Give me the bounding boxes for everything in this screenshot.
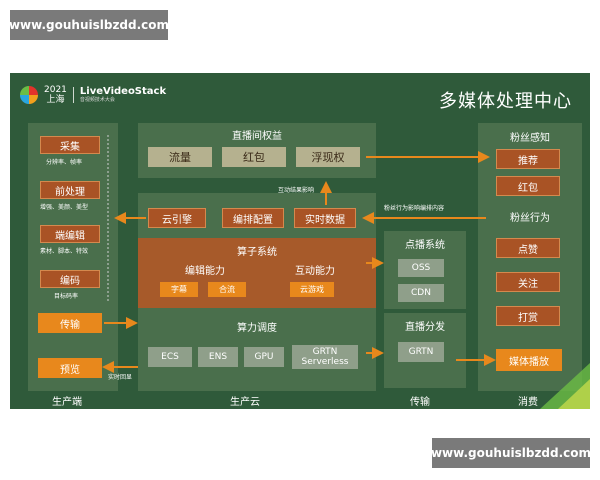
compute-item-grtn-serverless[interactable]: GRTN Serverless xyxy=(292,345,358,369)
engine-realtime-data[interactable]: 实时数据 xyxy=(294,208,356,228)
logo-tagline: 音视频技术大会 xyxy=(79,97,115,103)
producer-item-preprocess-sub: 增强、美颜、美型 xyxy=(40,204,89,211)
compute-item-ens[interactable]: ENS xyxy=(198,347,238,367)
producer-footer: 生产端 xyxy=(52,397,82,408)
behavior-item-like[interactable]: 点赞 xyxy=(496,238,560,258)
vod-title: 点播系统 xyxy=(405,240,445,251)
logo-brand: LiveVideoStack xyxy=(79,86,167,97)
engine-orchestration-config[interactable]: 编排配置 xyxy=(222,208,284,228)
conference-logo: 2021 上海 LiveVideoStack 音视频技术大会 xyxy=(20,85,166,105)
operator-item-subtitle[interactable]: 字幕 xyxy=(160,282,198,297)
compute-item-ecs[interactable]: ECS xyxy=(148,347,192,367)
producer-preview-button[interactable]: 预览 xyxy=(38,358,102,378)
compute-title: 算力调度 xyxy=(237,323,277,334)
producer-transmit-button[interactable]: 传输 xyxy=(38,313,102,333)
fan-behavior-title: 粉丝行为 xyxy=(510,213,550,224)
annotation-realtime-return: 实时回显 xyxy=(108,374,133,381)
logo-divider xyxy=(72,87,74,103)
operator-edit-title: 编辑能力 xyxy=(185,266,225,277)
producer-item-encode-sub: 目标码率 xyxy=(54,293,79,300)
flow-arrows xyxy=(102,135,590,409)
producer-item-capture-sub: 分辨率、帧率 xyxy=(46,159,83,166)
operator-item-cloud-game[interactable]: 云游戏 xyxy=(290,282,334,297)
perception-item-recommend[interactable]: 推荐 xyxy=(496,149,560,169)
operator-system-title: 算子系统 xyxy=(237,247,277,258)
producer-item-preprocess[interactable]: 前处理 xyxy=(40,181,100,199)
page-title: 多媒体处理中心 xyxy=(439,91,572,112)
cloud-footer: 生产云 xyxy=(230,397,260,408)
operator-interact-title: 互动能力 xyxy=(295,266,335,277)
transport-footer: 传输 xyxy=(410,397,430,408)
producer-item-encode[interactable]: 编码 xyxy=(40,270,100,288)
rights-item-float[interactable]: 浮现权 xyxy=(296,147,360,167)
producer-item-edit-sub: 素材、脚本、特效 xyxy=(40,248,89,255)
live-dist-item-grtn[interactable]: GRTN xyxy=(398,342,444,362)
live-dist-title: 直播分发 xyxy=(405,322,445,333)
vod-item-oss[interactable]: OSS xyxy=(398,259,444,277)
media-playback-button[interactable]: 媒体播放 xyxy=(496,349,562,371)
watermark-top: www.gouhuislbzdd.com xyxy=(9,10,169,40)
operator-item-merge[interactable]: 合流 xyxy=(208,282,246,297)
engine-cloud-engine[interactable]: 云引擎 xyxy=(148,208,206,228)
logo-year: 2021 xyxy=(44,85,67,95)
perception-item-redpacket[interactable]: 红包 xyxy=(496,176,560,196)
slide: 2021 上海 LiveVideoStack 音视频技术大会 多媒体处理中心 采… xyxy=(10,73,590,409)
corner-accent-2 xyxy=(558,379,590,409)
compute-item-grtn-serverless-label: GRTN Serverless xyxy=(301,347,349,367)
logo-city: 上海 xyxy=(46,95,65,105)
watermark-bottom: www.gouhuislbzdd.com xyxy=(431,438,591,468)
producer-item-edit[interactable]: 端编辑 xyxy=(40,225,100,243)
consumer-footer: 消费 xyxy=(518,397,538,408)
compute-item-gpu[interactable]: GPU xyxy=(244,347,284,367)
annotation-interaction-effect-line1: 互动结果影响 xyxy=(278,187,315,194)
rights-item-traffic[interactable]: 流量 xyxy=(148,147,212,167)
behavior-item-follow[interactable]: 关注 xyxy=(496,272,560,292)
annotation-fan-behavior-effect: 粉丝行为影响编排内容 xyxy=(384,205,445,212)
fan-perception-title: 粉丝感知 xyxy=(510,133,550,144)
producer-item-capture[interactable]: 采集 xyxy=(40,136,100,154)
producer-panel xyxy=(28,123,118,391)
vod-item-cdn[interactable]: CDN xyxy=(398,284,444,302)
behavior-item-tip[interactable]: 打赏 xyxy=(496,306,560,326)
rights-item-redpacket[interactable]: 红包 xyxy=(222,147,286,167)
rights-title: 直播间权益 xyxy=(232,131,282,142)
conference-logo-icon xyxy=(20,86,38,104)
